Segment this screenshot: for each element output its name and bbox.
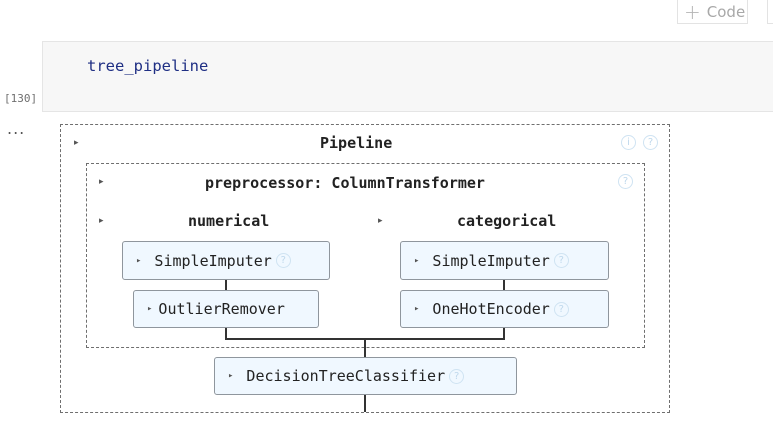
categorical-simpleimputer[interactable]: ▸ SimpleImputer ? <box>400 241 609 280</box>
categorical-label[interactable]: categorical <box>457 212 557 230</box>
pipeline-label[interactable]: Pipeline <box>320 134 393 152</box>
connector-line <box>503 280 505 291</box>
toolbar-edge-button[interactable] <box>767 0 773 24</box>
toggle-icon: ▸ <box>414 304 420 314</box>
toggle-icon: ▸ <box>136 255 142 266</box>
toggle-icon: ▸ <box>414 255 420 266</box>
add-code-cell-button[interactable]: + Code <box>677 0 748 24</box>
categorical-toggle-icon[interactable]: ▸ <box>378 216 383 226</box>
estimator-label: OneHotEncoder <box>432 300 550 318</box>
estimator-label: SimpleImputer <box>432 251 550 270</box>
pipeline-toggle-icon[interactable]: ▸ <box>74 138 79 148</box>
help-icon[interactable]: ? <box>618 174 633 189</box>
help-icon[interactable]: ? <box>643 135 658 150</box>
numerical-label[interactable]: numerical <box>188 212 270 230</box>
help-icon[interactable]: ? <box>553 253 569 268</box>
connector-line <box>364 395 366 412</box>
preprocessor-toggle-icon[interactable]: ▸ <box>99 177 104 187</box>
estimator-label: OutlierRemover <box>158 300 285 318</box>
connector-line <box>503 328 505 340</box>
numerical-toggle-icon[interactable]: ▸ <box>99 216 104 226</box>
help-icon[interactable]: ? <box>275 253 291 268</box>
output-prompt[interactable]: ... <box>7 119 26 138</box>
decisiontreeclassifier[interactable]: ▸ DecisionTreeClassifier ? <box>214 357 517 395</box>
numerical-simpleimputer[interactable]: ▸ SimpleImputer ? <box>122 241 330 280</box>
code-cell-input[interactable] <box>42 41 773 112</box>
plus-icon: + <box>684 0 701 24</box>
estimator-label: DecisionTreeClassifier <box>246 367 446 385</box>
help-icon[interactable]: ? <box>553 301 569 317</box>
pipeline-container <box>60 124 670 413</box>
connector-line <box>225 328 227 340</box>
toggle-icon: ▸ <box>228 371 234 381</box>
add-code-label: Code <box>706 2 746 21</box>
categorical-onehotencoder[interactable]: ▸ OneHotEncoder ? <box>400 290 609 328</box>
connector-line <box>225 280 227 291</box>
info-icon[interactable]: i <box>621 135 636 150</box>
help-icon[interactable]: ? <box>449 368 465 384</box>
cell-code[interactable]: tree_pipeline <box>87 57 209 75</box>
numerical-outlierremover[interactable]: ▸ OutlierRemover <box>133 290 319 328</box>
connector-line <box>364 338 366 358</box>
estimator-label: SimpleImputer <box>154 251 272 270</box>
toggle-icon: ▸ <box>147 304 153 314</box>
execution-count: [130] <box>4 92 38 105</box>
preprocessor-label[interactable]: preprocessor: ColumnTransformer <box>205 174 485 192</box>
